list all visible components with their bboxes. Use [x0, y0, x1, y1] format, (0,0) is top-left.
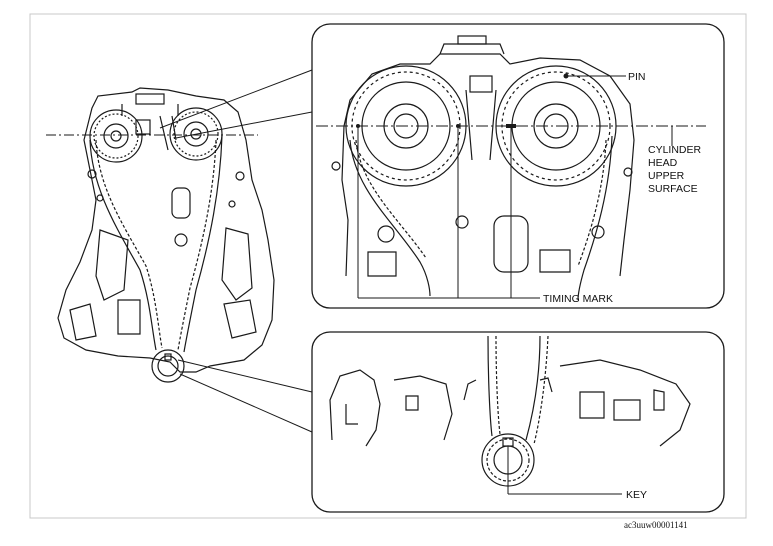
crankshaft-detail-frame [311, 331, 725, 513]
camshaft-detail-panel [311, 23, 725, 309]
cylinder-head-label-line-3: UPPER [648, 170, 685, 182]
cylinder-head-label-line-2: HEAD [648, 157, 678, 169]
key-label: KEY [626, 489, 647, 501]
camshaft-detail-frame [311, 23, 725, 309]
figure-code: ac3uuw00001141 [624, 520, 688, 530]
cylinder-head-label-line-1: CYLINDER [648, 144, 702, 156]
timing-mark-label: TIMING MARK [543, 293, 613, 305]
engine-front-view [46, 87, 275, 383]
zoom-leader-lines [159, 69, 313, 433]
crankshaft-detail-panel [311, 331, 725, 513]
pin-label: PIN [628, 71, 646, 83]
cylinder-head-label-line-4: SURFACE [648, 183, 698, 195]
